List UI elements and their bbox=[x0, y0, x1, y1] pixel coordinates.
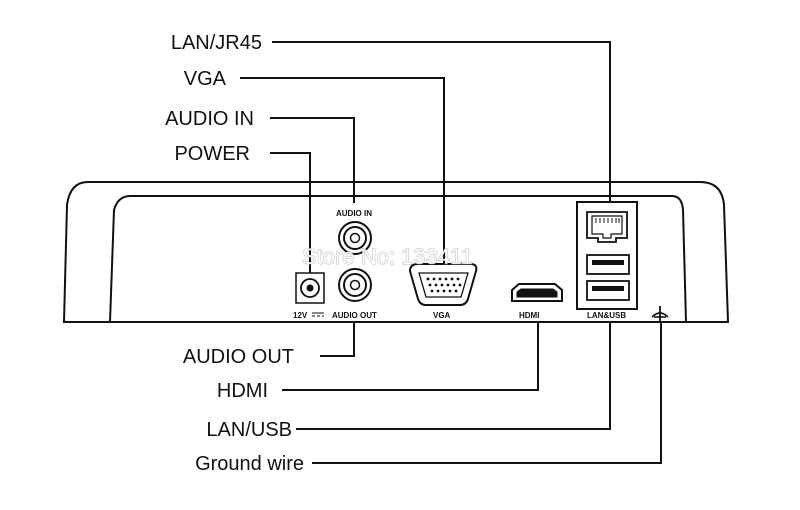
hdmi-panel-label: HDMI bbox=[519, 311, 539, 320]
leader-vga bbox=[240, 77, 445, 265]
rca-jack-icon bbox=[338, 268, 372, 302]
vga-panel-label: VGA bbox=[433, 311, 451, 320]
callout-lan-usb: LAN/USB bbox=[206, 419, 292, 441]
callout-hdmi: HDMI bbox=[217, 380, 268, 402]
leader-audio-out bbox=[320, 321, 355, 357]
usb-port-icon bbox=[586, 280, 630, 301]
outer-shell bbox=[62, 181, 730, 323]
leader-lan-usb bbox=[296, 321, 611, 430]
dc-symbol-icon bbox=[312, 312, 324, 317]
leader-power bbox=[270, 152, 311, 273]
hdmi-port-icon bbox=[511, 283, 563, 302]
lan-usb-block bbox=[576, 201, 638, 310]
audio-in-panel-label: AUDIO IN bbox=[336, 209, 372, 218]
power-rating-label: 12V bbox=[293, 311, 308, 320]
callout-audio-out: AUDIO OUT bbox=[183, 346, 294, 368]
device-housing bbox=[62, 181, 730, 323]
leader-hdmi bbox=[282, 321, 539, 391]
rca-jack-icon bbox=[338, 221, 372, 255]
vga-port-icon bbox=[408, 263, 478, 306]
store-watermark: Store No: 133411 bbox=[302, 244, 473, 269]
usb-port-icon bbox=[586, 254, 630, 275]
ground-symbol-icon bbox=[651, 306, 669, 322]
ethernet-port-icon bbox=[586, 211, 628, 243]
dc-jack-icon bbox=[295, 272, 325, 304]
inner-panel bbox=[108, 195, 688, 323]
callout-vga: VGA bbox=[184, 68, 227, 90]
leader-lines bbox=[240, 41, 662, 464]
callout-audio-in: AUDIO IN bbox=[165, 108, 254, 130]
callout-power: POWER bbox=[174, 143, 250, 165]
leader-audio-in bbox=[270, 117, 355, 203]
leader-ground-wire bbox=[312, 322, 662, 464]
lan-usb-panel-label: LAN&USB bbox=[587, 311, 626, 320]
callout-lan-jr45: LAN/JR45 bbox=[171, 32, 262, 54]
audio-out-panel-label: AUDIO OUT bbox=[332, 311, 377, 320]
leader-lan-jr45 bbox=[272, 41, 611, 202]
callout-ground-wire: Ground wire bbox=[195, 453, 304, 475]
